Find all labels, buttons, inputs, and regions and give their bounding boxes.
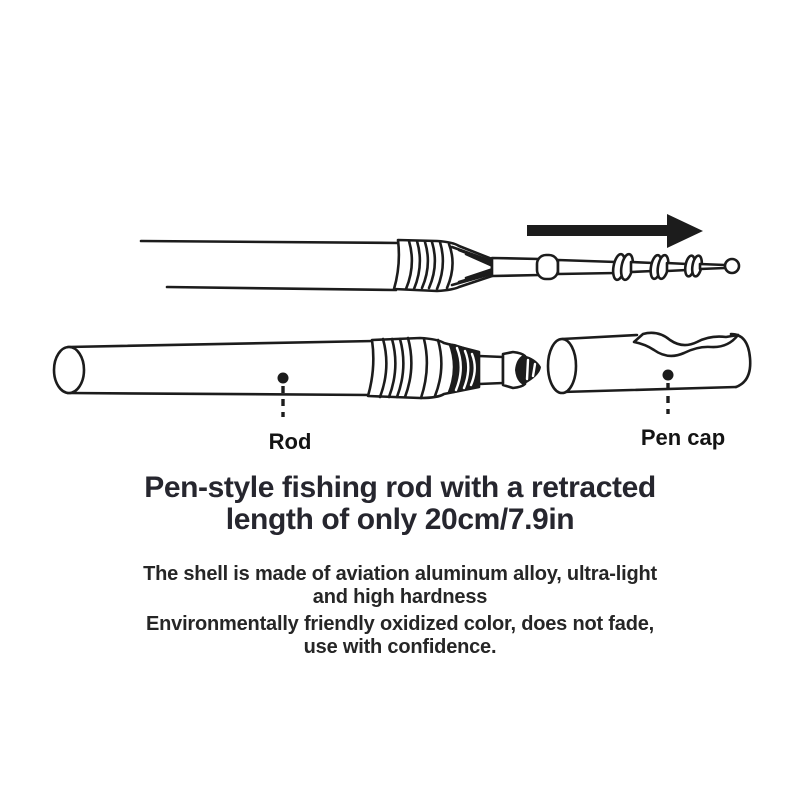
extended-rod-drawing	[139, 238, 741, 293]
feature-shell-line1: The shell is made of aviation aluminum a…	[143, 563, 657, 585]
pen-cap-clip	[632, 331, 740, 358]
feature-color-line2: use with confidence.	[303, 636, 497, 658]
rod-label: Rod	[268, 429, 312, 454]
pen-cap-drawing	[546, 331, 752, 395]
feature-shell-line2: and high hardness	[312, 586, 488, 608]
rod-body-drawing	[52, 336, 541, 400]
product-title: Pen-style fishing rod with a retracted l…	[0, 472, 800, 536]
pen-cap-pointer-line	[662, 369, 674, 414]
product-title-line1: Pen-style fishing rod with a retracted	[144, 471, 656, 504]
pen-cap-label: Pen cap	[640, 425, 726, 450]
rod-pointer-line	[277, 372, 289, 417]
feature-color-line1: Environmentally friendly oxidized color,…	[146, 613, 654, 635]
rod-tip-ring	[723, 257, 741, 275]
extended-rod-illustration	[139, 214, 741, 293]
rod-and-cap-illustration	[52, 331, 752, 417]
product-title-line2: length of only 20cm/7.9in	[225, 503, 575, 536]
feature-color-text: Environmentally friendly oxidized color,…	[0, 613, 800, 659]
feature-shell-text: The shell is made of aviation aluminum a…	[0, 563, 800, 609]
extend-direction-arrow-icon	[527, 214, 703, 248]
guide-wrap	[683, 254, 704, 278]
